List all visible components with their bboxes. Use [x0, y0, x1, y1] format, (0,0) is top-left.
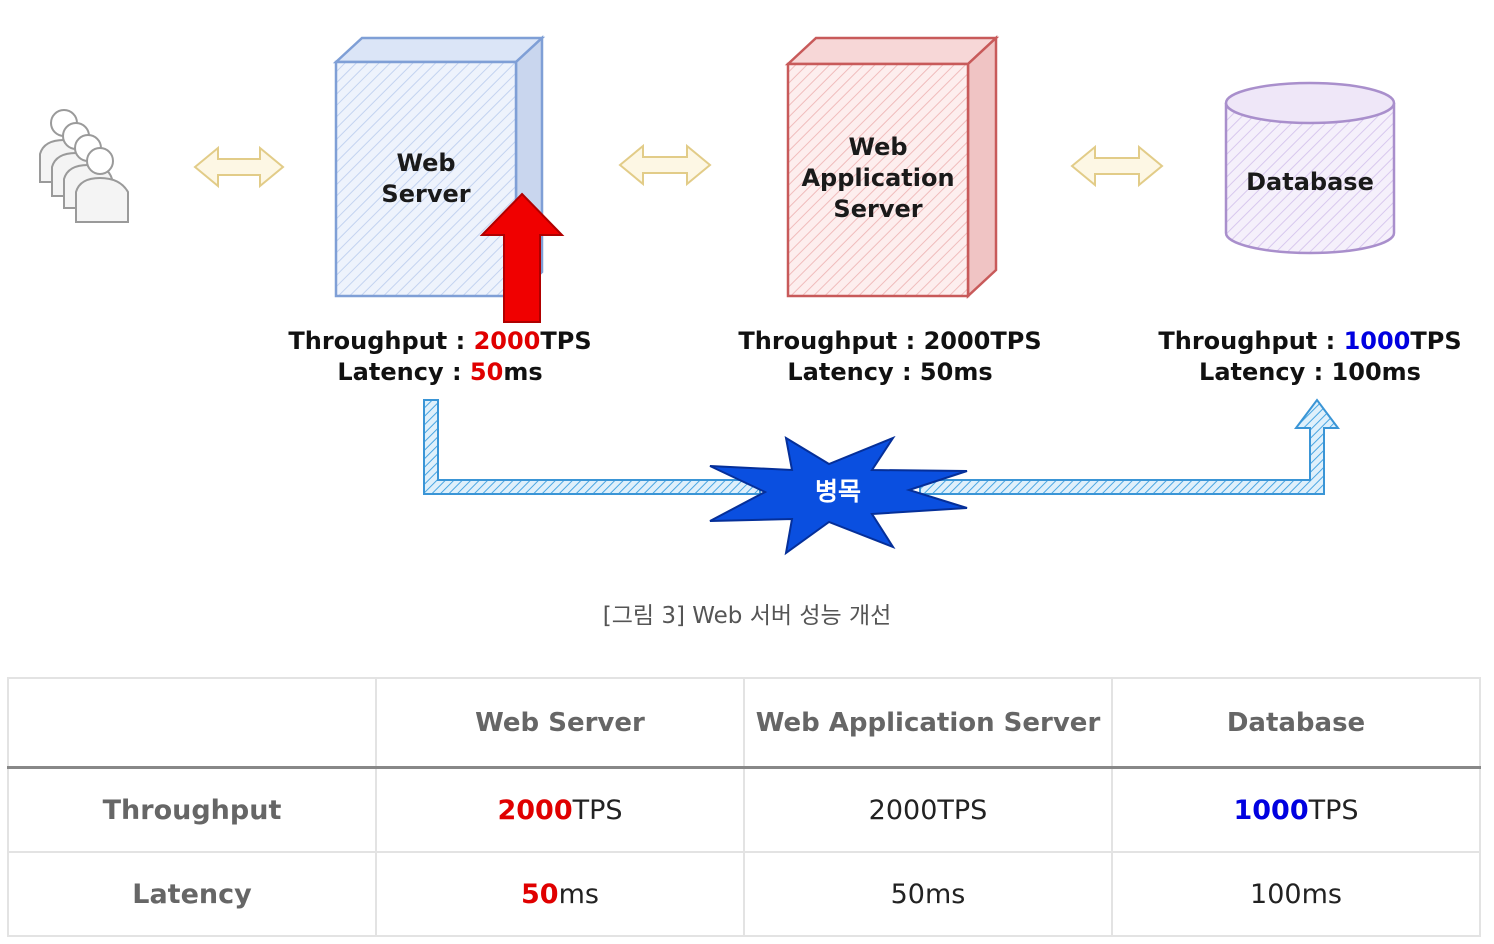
table-row: Throughput 2000TPS 2000TPS 1000TPS: [7, 766, 1481, 853]
was-stats: Throughput : 2000TPS Latency : 50ms: [720, 326, 1060, 388]
cell-unit: TPS: [572, 794, 623, 826]
latency-label: Latency :: [1199, 358, 1332, 386]
table-header-cell: Database: [1111, 677, 1481, 769]
web-server-throughput: Throughput : 2000TPS: [270, 326, 610, 357]
was-title: Web Application Server: [788, 132, 968, 225]
table-header-row: Web Server Web Application Server Databa…: [7, 677, 1481, 769]
throughput-value: 2000: [923, 327, 991, 355]
table-cell: 100ms: [1111, 851, 1481, 937]
throughput-unit: TPS: [540, 327, 592, 355]
latency-unit: ms: [503, 358, 543, 386]
latency-unit: ms: [953, 358, 993, 386]
table-cell: 1000TPS: [1111, 766, 1481, 853]
latency-unit: ms: [1381, 358, 1421, 386]
cell-number: 2000: [868, 794, 938, 826]
web-server-stats: Throughput : 2000TPS Latency : 50ms: [270, 326, 610, 388]
architecture-diagram: [39, 35, 1396, 556]
web-server-latency: Latency : 50ms: [270, 357, 610, 388]
latency-label: Latency :: [337, 358, 470, 386]
database-latency: Latency : 100ms: [1140, 357, 1480, 388]
cell-number: 2000: [497, 794, 573, 826]
throughput-label: Throughput :: [738, 327, 924, 355]
was-latency: Latency : 50ms: [720, 357, 1060, 388]
explosion-burst-icon: [709, 435, 968, 556]
web-server-title-line-2: Server: [381, 180, 471, 208]
web-server-title-line-1: Web: [396, 149, 456, 177]
was-title-line-1: Web: [848, 133, 908, 161]
table-cell: 50ms: [375, 851, 745, 937]
latency-label: Latency :: [787, 358, 920, 386]
metrics-table: Web Server Web Application Server Databa…: [7, 677, 1481, 937]
database-title: Database: [1246, 168, 1374, 196]
cell-unit: ms: [1301, 878, 1342, 910]
bidirectional-arrow-icon: [618, 143, 712, 187]
up-arrow-icon: [479, 192, 565, 323]
throughput-value: 2000: [473, 327, 541, 355]
row-label: Throughput: [7, 766, 377, 853]
throughput-unit: TPS: [1410, 327, 1462, 355]
throughput-label: Throughput :: [288, 327, 474, 355]
row-label: Latency: [7, 851, 377, 937]
table-cell: 2000TPS: [743, 766, 1113, 853]
bidirectional-arrow-icon: [1070, 144, 1164, 188]
cell-unit: TPS: [937, 794, 988, 826]
bottleneck-label: 병목: [814, 477, 861, 506]
database-stats: Throughput : 1000TPS Latency : 100ms: [1140, 326, 1480, 388]
cell-number: 100: [1250, 878, 1302, 910]
latency-value: 50: [919, 358, 954, 386]
throughput-unit: TPS: [990, 327, 1042, 355]
table-header-cell: Web Application Server: [743, 677, 1113, 769]
table-cell: 2000TPS: [375, 766, 745, 853]
cell-number: 1000: [1233, 794, 1309, 826]
table-header-cell: Web Server: [375, 677, 745, 769]
cell-unit: ms: [924, 878, 966, 910]
web-application-server-box: [784, 35, 1000, 299]
table-row: Latency 50ms 50ms 100ms: [7, 851, 1481, 937]
database-throughput: Throughput : 1000TPS: [1140, 326, 1480, 357]
latency-value: 100: [1331, 358, 1382, 386]
was-title-line-2: Application: [801, 164, 955, 192]
database-cylinder: [1224, 81, 1396, 255]
cell-unit: ms: [558, 878, 599, 910]
was-throughput: Throughput : 2000TPS: [720, 326, 1060, 357]
bidirectional-arrow-icon: [193, 145, 285, 189]
was-title-line-3: Server: [833, 195, 923, 223]
cell-unit: TPS: [1308, 794, 1359, 826]
cell-number: 50: [890, 878, 925, 910]
figure-caption: [그림 3] Web 서버 성능 개선: [602, 603, 892, 629]
latency-value: 50: [469, 358, 504, 386]
throughput-label: Throughput :: [1158, 327, 1344, 355]
web-server-title: Web Server: [336, 148, 516, 210]
throughput-value: 1000: [1343, 327, 1411, 355]
table-header-cell: [7, 677, 377, 769]
table-cell: 50ms: [743, 851, 1113, 937]
users-icon: [39, 109, 129, 223]
cell-number: 50: [521, 878, 559, 910]
